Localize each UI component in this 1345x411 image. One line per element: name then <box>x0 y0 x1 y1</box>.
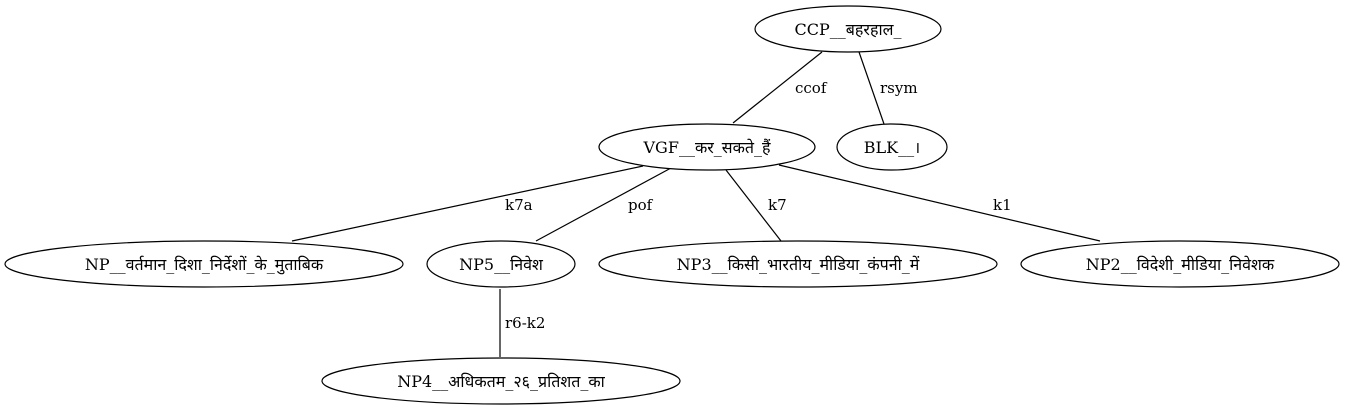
edge-ccp-blk <box>858 51 885 125</box>
edges <box>291 51 1101 357</box>
node-np5-label: NP5__निवेश <box>459 255 544 274</box>
edge-label-k7a: k7a <box>505 196 533 214</box>
edge-label-k7: k7 <box>768 196 787 214</box>
node-np5: NP5__निवेश <box>426 240 576 288</box>
node-vgf: VGF__कर_सकते_हैं <box>598 123 816 171</box>
node-blk-label: BLK__। <box>864 138 920 157</box>
node-np2-label: NP2__विदेशी_मीडिया_निवेशक <box>1086 255 1275 274</box>
edge-vgf-np <box>291 165 644 242</box>
node-ccp: CCP__बहरहाल_ <box>754 5 942 53</box>
edge-label-pof: pof <box>628 196 654 214</box>
node-vgf-label: VGF__कर_सकते_हैं <box>643 138 771 157</box>
node-ccp-label: CCP__बहरहाल_ <box>795 20 902 39</box>
node-np3: NP3__किसी_भारतीय_मीडिया_कंपनी_में <box>598 240 998 288</box>
node-np2-shape <box>1020 240 1340 288</box>
node-np-label: NP__वर्तमान_दिशा_निर्देशों_के_मुताबिक <box>85 255 324 275</box>
node-np-shape <box>4 240 404 288</box>
node-ccp-shape <box>754 5 942 53</box>
edge-vgf-np5 <box>535 167 672 242</box>
node-np5-shape <box>426 240 576 288</box>
edge-label-ccof: ccof <box>795 79 828 97</box>
node-np3-shape <box>598 240 998 288</box>
node-blk-shape <box>836 123 948 171</box>
edge-ccp-vgf <box>732 51 823 124</box>
edge-labels: ccof rsym k7a pof k7 k1 r6-k2 <box>505 79 1012 332</box>
node-np4-shape <box>321 357 681 405</box>
edge-label-rsym: rsym <box>880 79 918 97</box>
node-np4-label: NP4__अधिकतम_२६_प्रतिशत_का <box>397 372 605 391</box>
edge-label-r6-k2: r6-k2 <box>505 314 545 332</box>
node-np2: NP2__विदेशी_मीडिया_निवेशक <box>1020 240 1340 288</box>
node-vgf-shape <box>598 123 816 171</box>
node-np: NP__वर्तमान_दिशा_निर्देशों_के_मुताबिक <box>4 240 404 288</box>
node-blk: BLK__। <box>836 123 948 171</box>
edge-vgf-np2 <box>778 164 1101 242</box>
edge-vgf-np3 <box>725 169 782 242</box>
node-np3-label: NP3__किसी_भारतीय_मीडिया_कंपनी_में <box>677 255 920 274</box>
node-np4: NP4__अधिकतम_२६_प्रतिशत_का <box>321 357 681 405</box>
edge-label-k1: k1 <box>993 196 1012 214</box>
